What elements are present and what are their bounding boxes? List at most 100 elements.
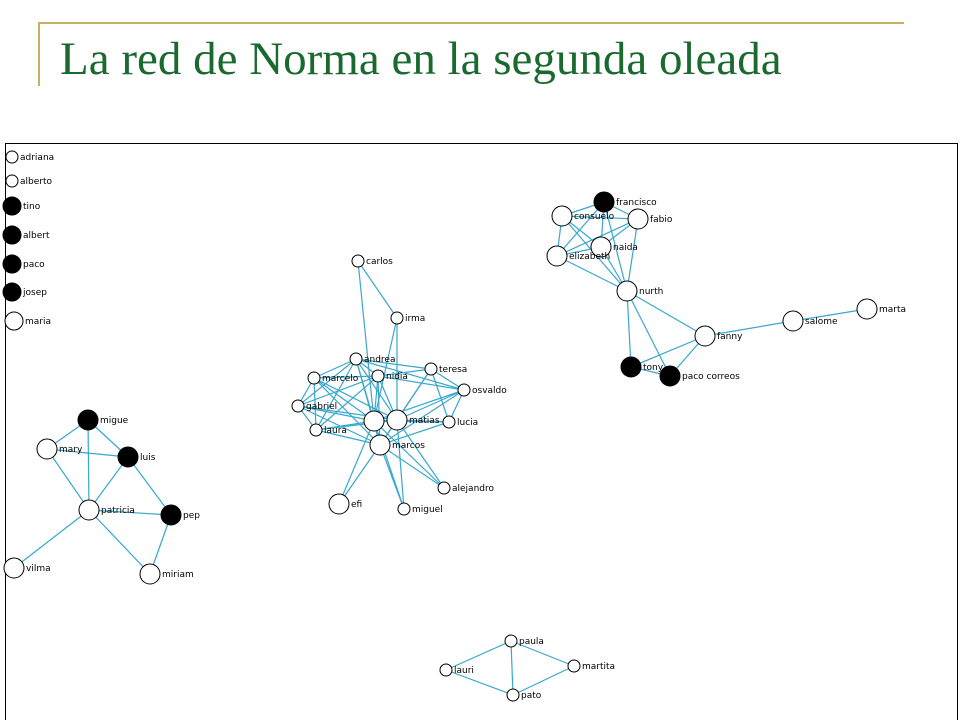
node-circle-nidia xyxy=(371,369,385,383)
edge-gabriel-norma xyxy=(297,405,375,422)
node-label-matias: matias xyxy=(409,416,440,426)
node-label-alberto: alberto xyxy=(20,177,52,187)
node-label-josep: josep xyxy=(22,288,47,298)
node-luis: luis xyxy=(117,446,156,468)
edge-migue-patricia xyxy=(87,419,90,511)
edge-carlos-norma xyxy=(357,260,375,422)
node-circle-francisco xyxy=(593,191,615,213)
node-label-vilma: vilma xyxy=(26,564,51,574)
node-migue: migue xyxy=(77,409,129,431)
node-mary: mary xyxy=(36,438,83,460)
node-label-irma: irma xyxy=(405,314,425,324)
edge-fabio-nurth xyxy=(626,218,639,292)
node-label-maria: maria xyxy=(25,317,51,327)
node-circle-albert xyxy=(2,225,22,245)
node-circle-teresa xyxy=(424,362,438,376)
node-paco-correos: paco correos xyxy=(659,365,740,387)
node-label-teresa: teresa xyxy=(439,365,467,375)
title-frame xyxy=(38,22,904,86)
edge-mary-patricia xyxy=(46,448,90,511)
node-irma: irma xyxy=(390,311,425,325)
node-circle-elizabeth xyxy=(546,245,568,267)
node-carlos: carlos xyxy=(351,254,393,268)
node-fabio: fabio xyxy=(627,208,673,230)
node-circle-irma xyxy=(390,311,404,325)
node-martita: martita xyxy=(567,659,615,673)
edge-nurth-tony xyxy=(626,290,632,368)
node-label-adriana: adriana xyxy=(20,153,54,163)
node-salome: salome xyxy=(782,310,838,332)
node-alberto: alberto xyxy=(5,174,52,188)
node-paco: paco xyxy=(2,254,45,274)
node-alejandro: alejandro xyxy=(437,481,494,495)
node-circle-gabriel xyxy=(291,399,305,413)
node-label-pep: pep xyxy=(183,511,200,521)
edge-matias-alejandro xyxy=(396,419,445,489)
node-circle-marcelo xyxy=(307,371,321,385)
edge-consuelo-fabio xyxy=(561,215,639,220)
node-circle-matias xyxy=(386,409,408,431)
edge-mary-luis xyxy=(46,448,129,458)
node-label-salome: salome xyxy=(805,317,838,327)
node-marta: marta xyxy=(856,298,906,320)
edge-teresa-nidia xyxy=(377,368,432,377)
node-label-paco: paco xyxy=(23,260,45,270)
node-tino: tino xyxy=(2,196,41,216)
node-label-miguel: miguel xyxy=(412,505,443,515)
node-label-laura: laura xyxy=(324,426,347,436)
node-gabriel: gabriel xyxy=(291,399,337,413)
node-miguel: miguel xyxy=(397,502,443,516)
node-norma xyxy=(363,410,385,432)
node-circle-paula xyxy=(504,634,518,648)
node-circle-alejandro xyxy=(437,481,451,495)
node-osvaldo: osvaldo xyxy=(457,383,507,397)
edge-norma-efi xyxy=(338,420,375,505)
node-albert: albert xyxy=(2,225,50,245)
node-circle-salome xyxy=(782,310,804,332)
node-pep: pep xyxy=(160,504,200,526)
edge-marcelo-laura xyxy=(313,377,317,431)
node-circle-consuelo xyxy=(551,205,573,227)
edge-nidia-osvaldo xyxy=(377,375,465,391)
node-circle-lauri xyxy=(439,663,453,677)
node-circle-carlos xyxy=(351,254,365,268)
node-label-nurth: nurth xyxy=(639,287,663,297)
slide-title: La red de Norma en la segunda oleada xyxy=(60,33,782,85)
edge-francisco-elizabeth xyxy=(556,201,605,257)
node-label-marcos: marcos xyxy=(392,441,425,451)
diagram-frame xyxy=(5,143,958,720)
node-tony: tony xyxy=(620,356,664,378)
edge-luis-patricia xyxy=(88,456,129,511)
node-lauri: lauri xyxy=(439,663,474,677)
title-left-rule xyxy=(38,22,40,86)
edge-andrea-teresa xyxy=(355,358,432,370)
node-elizabeth: elizabeth xyxy=(546,245,610,267)
node-label-tino: tino xyxy=(23,202,41,212)
node-circle-vilma xyxy=(3,557,25,579)
node-circle-pato xyxy=(506,688,520,702)
node-josep: josep xyxy=(2,282,47,302)
node-circle-adriana xyxy=(5,150,19,164)
edge-teresa-osvaldo xyxy=(430,368,465,391)
node-circle-laura xyxy=(309,423,323,437)
edge-patricia-miriam xyxy=(88,509,151,575)
edge-patricia-vilma xyxy=(13,509,90,569)
node-label-marta: marta xyxy=(879,305,906,315)
edge-salome-marta xyxy=(792,308,868,322)
node-andrea: andrea xyxy=(349,352,396,366)
node-label-fanny: fanny xyxy=(717,332,743,342)
node-circle-efi xyxy=(328,493,350,515)
edge-elizabeth-nurth xyxy=(556,255,628,292)
node-circle-migue xyxy=(77,409,99,431)
node-circle-paco-correos xyxy=(659,365,681,387)
node-circle-nurth xyxy=(616,280,638,302)
node-matias: matias xyxy=(386,409,440,431)
node-label-carlos: carlos xyxy=(366,257,393,267)
node-label-migue: migue xyxy=(100,416,129,426)
edge-luis-pep xyxy=(127,456,172,516)
edge-nurth-fanny xyxy=(626,290,706,337)
edge-matias-miguel xyxy=(396,419,405,510)
edge-nidia-laura xyxy=(315,375,379,431)
node-circle-marcos xyxy=(369,434,391,456)
node-vilma: vilma xyxy=(3,557,51,579)
